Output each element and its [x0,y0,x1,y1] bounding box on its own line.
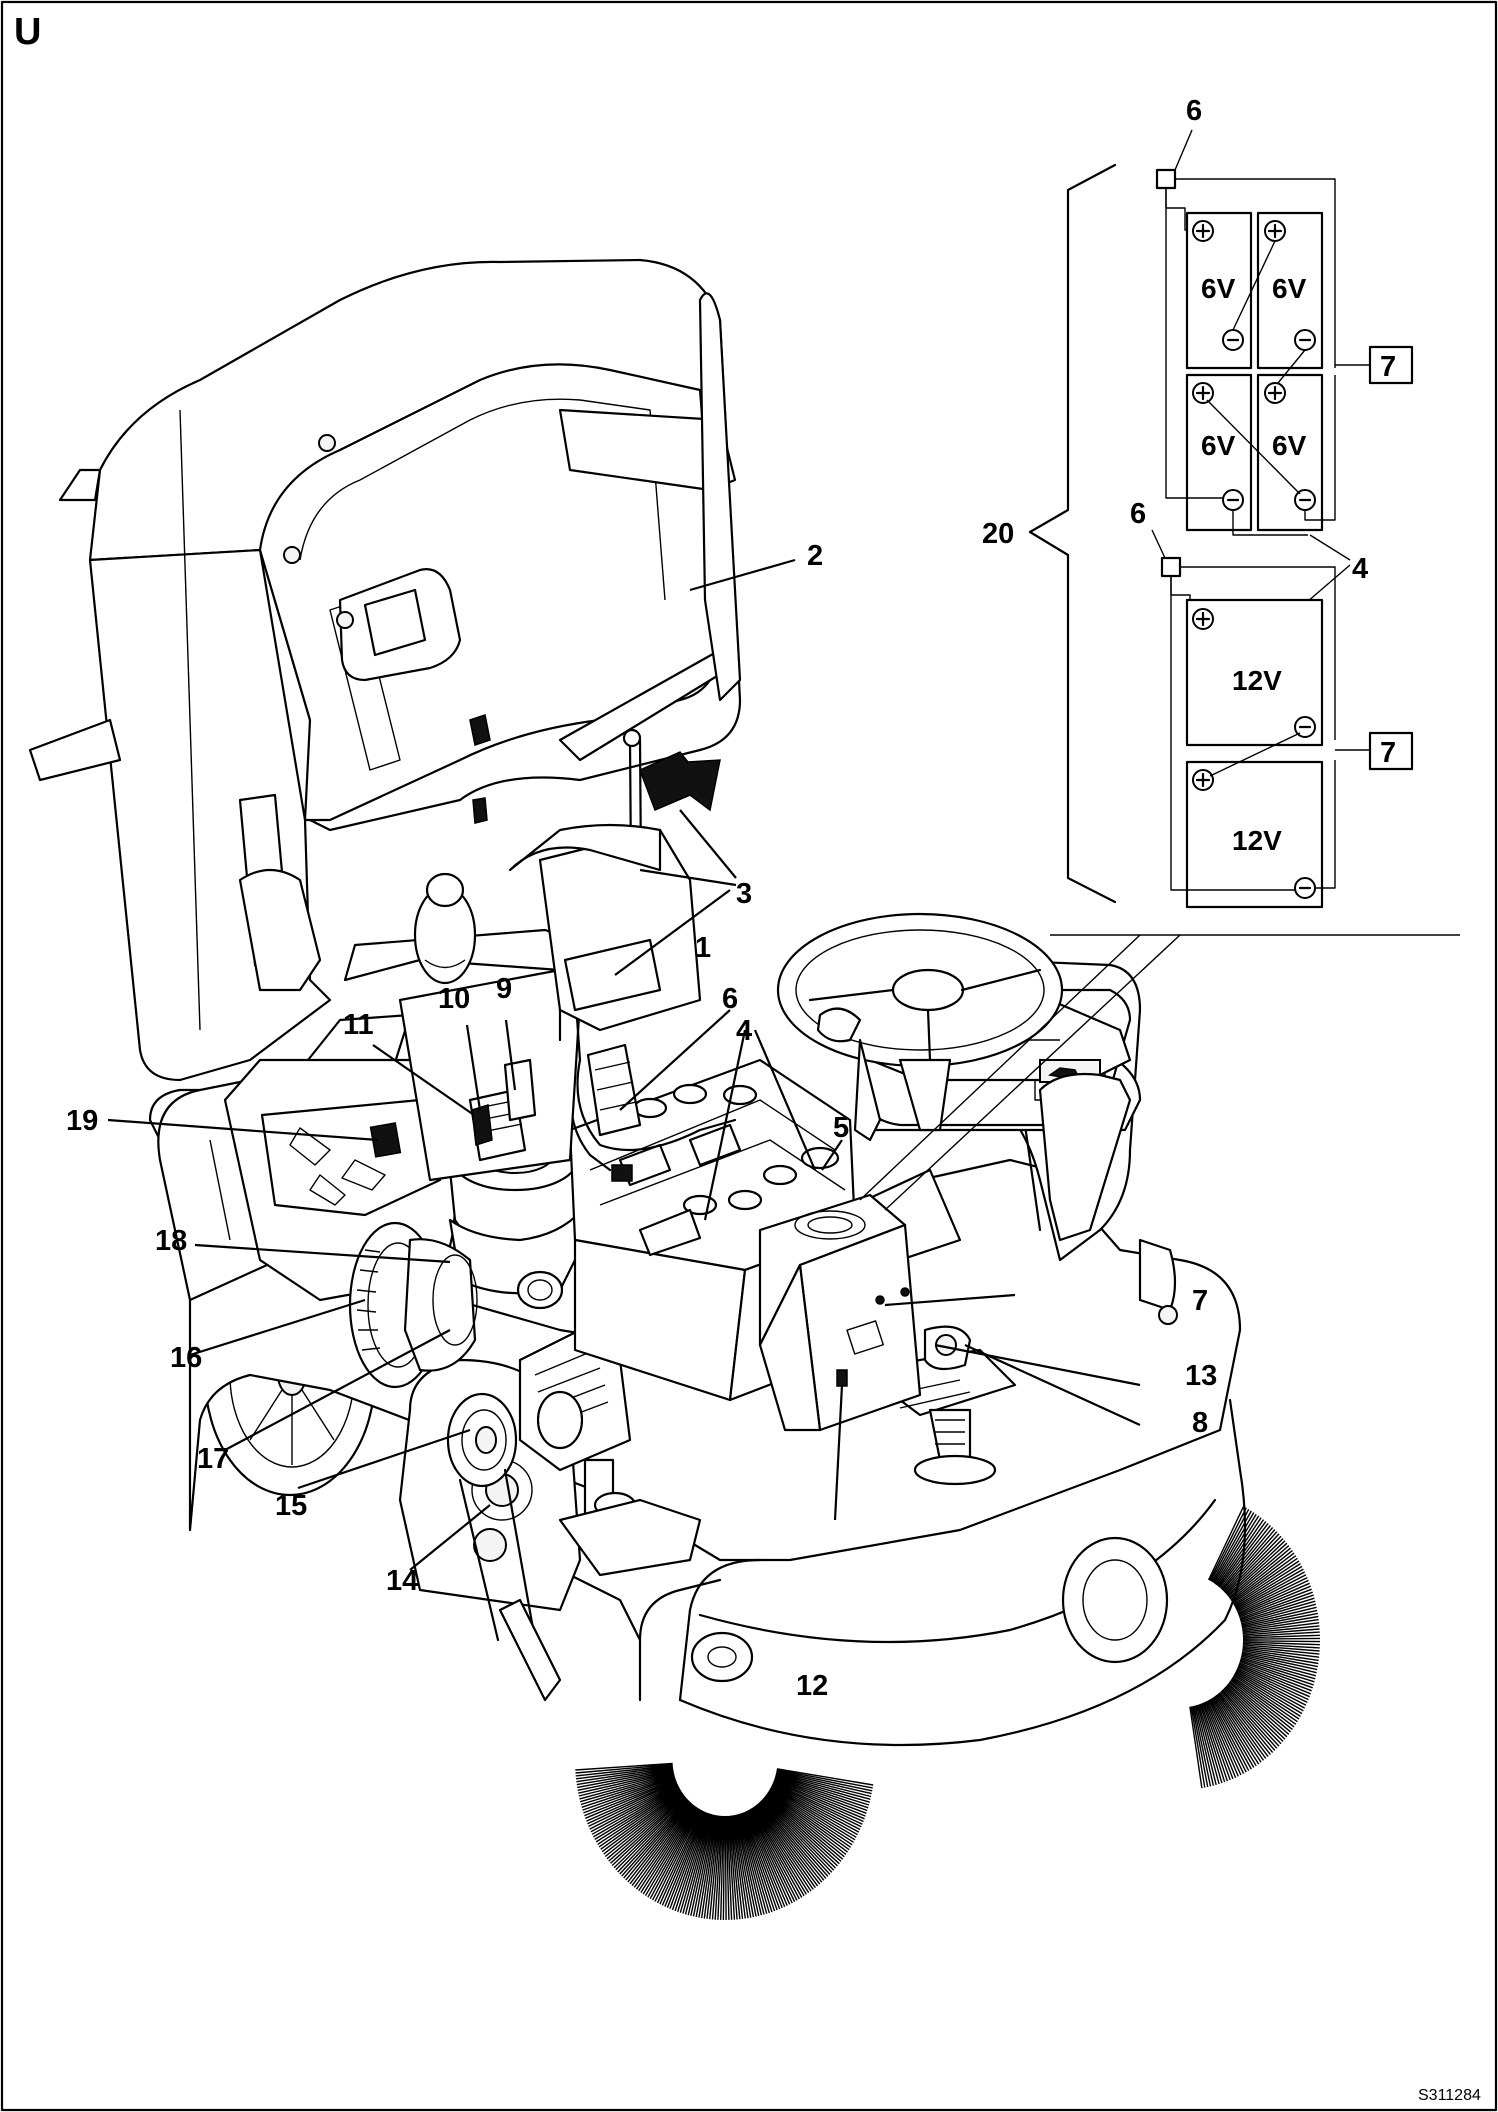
figure-letter: U [14,11,41,53]
callout-18: 18 [155,1225,187,1257]
battery-6v-2-label: 6V [1272,273,1307,304]
label-7-top: 7 [1380,351,1396,383]
callout-15: 15 [275,1490,307,1522]
callout-11: 11 [343,1009,374,1041]
brush-housing-right [1061,1536,1169,1664]
label-6-mid: 6 [1130,498,1146,530]
callout-9: 9 [496,973,512,1005]
callout-16: 16 [170,1342,202,1374]
callout-10: 10 [438,983,470,1015]
battery-6v-4-label: 6V [1272,430,1307,461]
callout-8: 8 [1192,1407,1208,1439]
callout-19: 19 [66,1105,98,1137]
callout-7: 7 [1192,1285,1208,1317]
reference-code: S311284 [1418,2087,1481,2104]
six-volt-batteries: 6 6V 6V 6V 6V [1155,95,1414,536]
filter-housing [343,872,582,1182]
label-4-inset: 4 [1352,553,1368,585]
seat-console [1038,1072,1132,1242]
battery-12v-2-label: 12V [1232,825,1282,856]
charger-box-top [1368,345,1414,385]
callout-1: 1 [695,932,711,964]
callout-2: 2 [807,540,823,572]
inset-bracket [1028,163,1117,904]
callout-17: 17 [197,1443,229,1475]
callout-leaders [107,558,1141,1571]
callout-4: 4 [736,1015,752,1047]
side-brush-right [1189,1505,1321,1789]
gear-motor [518,1328,702,1577]
steering-wheel [776,912,1064,1142]
battery-connector [569,1043,737,1182]
callout-12: 12 [796,1670,828,1702]
label-20: 20 [982,518,1014,550]
callout-5: 5 [833,1112,849,1144]
drive-pulley [446,1392,518,1488]
callout-6: 6 [722,983,738,1015]
label-7-bottom: 7 [1380,737,1396,769]
label-6-top: 6 [1186,95,1202,127]
battery-6v-3-label: 6V [1201,430,1236,461]
callout-13: 13 [1185,1360,1217,1392]
twelve-volt-batteries: 6 12V 12V 7 [1130,498,1414,909]
connector-6-top [1155,168,1177,190]
side-brush-front [575,1762,874,1921]
battery-wiring-inset: 20 6 6V 6V 6V 6V [859,95,1460,1211]
callout-numbers: 2 3 1 6 4 5 7 13 8 12 10 9 11 19 18 16 1… [66,540,1217,1702]
callout-3: 3 [736,878,752,910]
callout-14: 14 [386,1565,418,1597]
battery-6v-1-label: 6V [1201,273,1236,304]
battery-charger [758,1193,922,1432]
suction-tube [403,1238,478,1372]
charger-box-bottom [1368,731,1414,771]
sweeper-machine [28,258,1321,1921]
battery-12v-1-label: 12V [1232,665,1282,696]
drive-belt [458,1468,537,1642]
connector-6-mid [1160,556,1182,578]
seat-hood [28,258,742,1082]
